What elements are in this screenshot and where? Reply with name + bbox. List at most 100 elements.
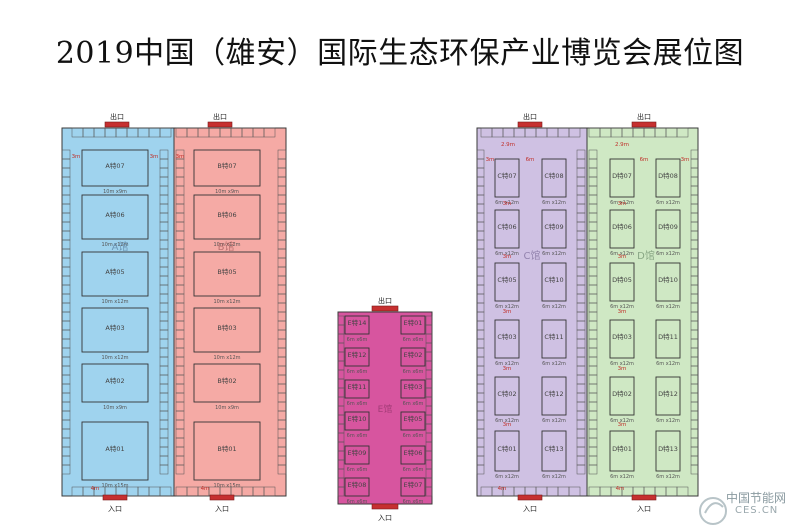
booth-d-left-1-id: D特06 — [612, 222, 632, 231]
booth-d-right-3 — [655, 319, 681, 359]
booth-b-2-id: B特05 — [217, 267, 236, 276]
booth-b-4-size: 10m x9m — [215, 405, 239, 411]
booth-e-right-1 — [400, 347, 426, 367]
watermark-logo — [699, 497, 727, 525]
booth-c-left-1 — [494, 209, 520, 249]
booth-e-left-3-id: E特10 — [348, 414, 367, 423]
booth-a-4-size: 10m x9m — [103, 405, 127, 411]
booth-d-right-2-id: D特10 — [658, 275, 678, 284]
booth-d-right-1-size: 6m x12m — [656, 251, 680, 257]
booth-d-right-3-size: 6m x12m — [656, 361, 680, 367]
hall-d-wall-stall — [690, 464, 699, 475]
booth-d-right-1-id: D特09 — [658, 222, 678, 231]
hall-d-top-stall — [676, 127, 689, 138]
hall-b-bottom-stall — [263, 486, 276, 497]
booth-e-right-5-size: 6m x6m — [403, 499, 424, 505]
hall-b-dim-bottom: 4m — [201, 486, 210, 492]
hall-a-mid-stall — [159, 464, 169, 475]
booth-e-left-3-size: 6m x6m — [347, 433, 368, 439]
booth-c-right-1-size: 6m x12m — [542, 251, 566, 257]
booth-d-left-1-size: 6m x12m — [610, 251, 634, 257]
booth-d-right-0-id: D特08 — [658, 171, 678, 180]
hall-a-dim-right: 3m — [150, 154, 159, 160]
booth-d-left-5-id: D特01 — [612, 444, 632, 453]
booth-d-left-4-id: D特02 — [612, 389, 632, 398]
booth-e-right-2-id: E特03 — [404, 382, 423, 391]
booth-b-3 — [193, 307, 261, 353]
hall-b — [173, 127, 287, 497]
hall-d-dim-4: 4m — [616, 486, 625, 492]
booth-c-left-0 — [494, 158, 520, 198]
booth-b-3-id: B特03 — [217, 323, 236, 332]
booth-d-right-4 — [655, 376, 681, 416]
booth-c-right-0 — [541, 158, 567, 198]
hall-d-dim-29: 2.9m — [615, 142, 629, 148]
booth-a-4 — [81, 363, 149, 403]
booth-c-right-3-size: 6m x12m — [542, 361, 566, 367]
page-title: 2019中国（雄安）国际生态环保产业博览会展位图 — [55, 36, 745, 71]
booth-c-right-1 — [541, 209, 567, 249]
hall-d-name: D馆 — [637, 249, 655, 262]
hall-d-aisle-2: 3m — [618, 309, 627, 315]
booth-e-right-2 — [400, 379, 426, 399]
hall-b-entrance-label: 入口 — [215, 505, 229, 513]
booth-b-1-id: B特06 — [217, 210, 236, 219]
hall-b-exit-door — [207, 121, 233, 128]
booth-d-left-4 — [609, 376, 635, 416]
hall-c-exit-door — [517, 121, 543, 128]
hall-d-aisle-0: 3m — [618, 201, 627, 207]
hall-a-entrance-door — [102, 494, 128, 501]
booth-a-3 — [81, 307, 149, 353]
hall-d — [586, 127, 699, 497]
booth-b-5-size: 10m x15m — [213, 483, 240, 489]
hall-a-top-stall — [159, 127, 172, 138]
booth-d-right-4-id: D特12 — [658, 389, 678, 398]
hall-e-name: E馆 — [378, 403, 393, 415]
hall-c-dim-3: 3m — [486, 157, 495, 163]
hall-d-bottom-stall — [676, 486, 689, 497]
booth-c-right-5-id: C特13 — [544, 444, 563, 453]
booth-b-3-size: 10m x12m — [213, 355, 240, 361]
hall-c-aisle-2: 3m — [503, 309, 512, 315]
booth-d-left-3-size: 6m x12m — [610, 361, 634, 367]
booth-e-left-1 — [344, 347, 370, 367]
booth-a-2-id: A特05 — [105, 267, 124, 276]
booth-e-left-0 — [344, 315, 370, 335]
hall-e — [337, 311, 433, 505]
booth-d-left-3-id: D特03 — [612, 332, 632, 341]
booth-c-right-4-id: C特12 — [544, 389, 563, 398]
booth-a-4-id: A特02 — [105, 376, 124, 385]
hall-b-entrance-door — [209, 494, 235, 501]
booth-e-right-5 — [400, 477, 426, 497]
booth-c-right-5-size: 6m x12m — [542, 474, 566, 480]
hall-b-dim-left: 3m — [176, 154, 185, 160]
booth-e-left-1-size: 6m x6m — [347, 369, 368, 375]
booth-c-right-3-id: C特11 — [544, 332, 563, 341]
booth-a-1-id: A特06 — [105, 210, 124, 219]
booth-a-0-id: A特07 — [105, 161, 124, 170]
hall-d-mid-stall — [588, 464, 598, 475]
hall-e-exit-label: 出口 — [378, 296, 392, 305]
watermark-text-en: CES.CN — [735, 505, 779, 516]
booth-e-right-4-id: E特06 — [404, 448, 423, 457]
booth-e-left-2-id: E特11 — [348, 382, 367, 391]
hall-d-exit-label: 出口 — [637, 112, 651, 121]
booth-d-left-2-size: 6m x12m — [610, 304, 634, 310]
booth-d-left-2-id: D特05 — [612, 275, 632, 284]
booth-e-left-2-size: 6m x6m — [347, 401, 368, 407]
booth-e-right-2-size: 6m x6m — [403, 401, 424, 407]
booth-d-left-0 — [609, 158, 635, 198]
booth-b-0-size: 10m x9m — [215, 189, 239, 195]
hall-c-dim-4: 4m — [498, 486, 507, 492]
booth-d-right-1 — [655, 209, 681, 249]
booth-c-right-4-size: 6m x12m — [542, 418, 566, 424]
booth-a-0 — [81, 149, 149, 187]
hall-a-bottom-stall — [159, 486, 172, 497]
booth-c-left-0-size: 6m x12m — [495, 200, 519, 206]
booth-e-left-4-size: 6m x6m — [347, 467, 368, 473]
booth-e-right-3-id: E特05 — [404, 414, 423, 423]
hall-e-wall-stall — [425, 486, 433, 497]
booth-e-right-4-size: 6m x6m — [403, 467, 424, 473]
hall-b-mid-stall — [175, 464, 185, 475]
hall-e-wall-stall — [337, 486, 345, 497]
